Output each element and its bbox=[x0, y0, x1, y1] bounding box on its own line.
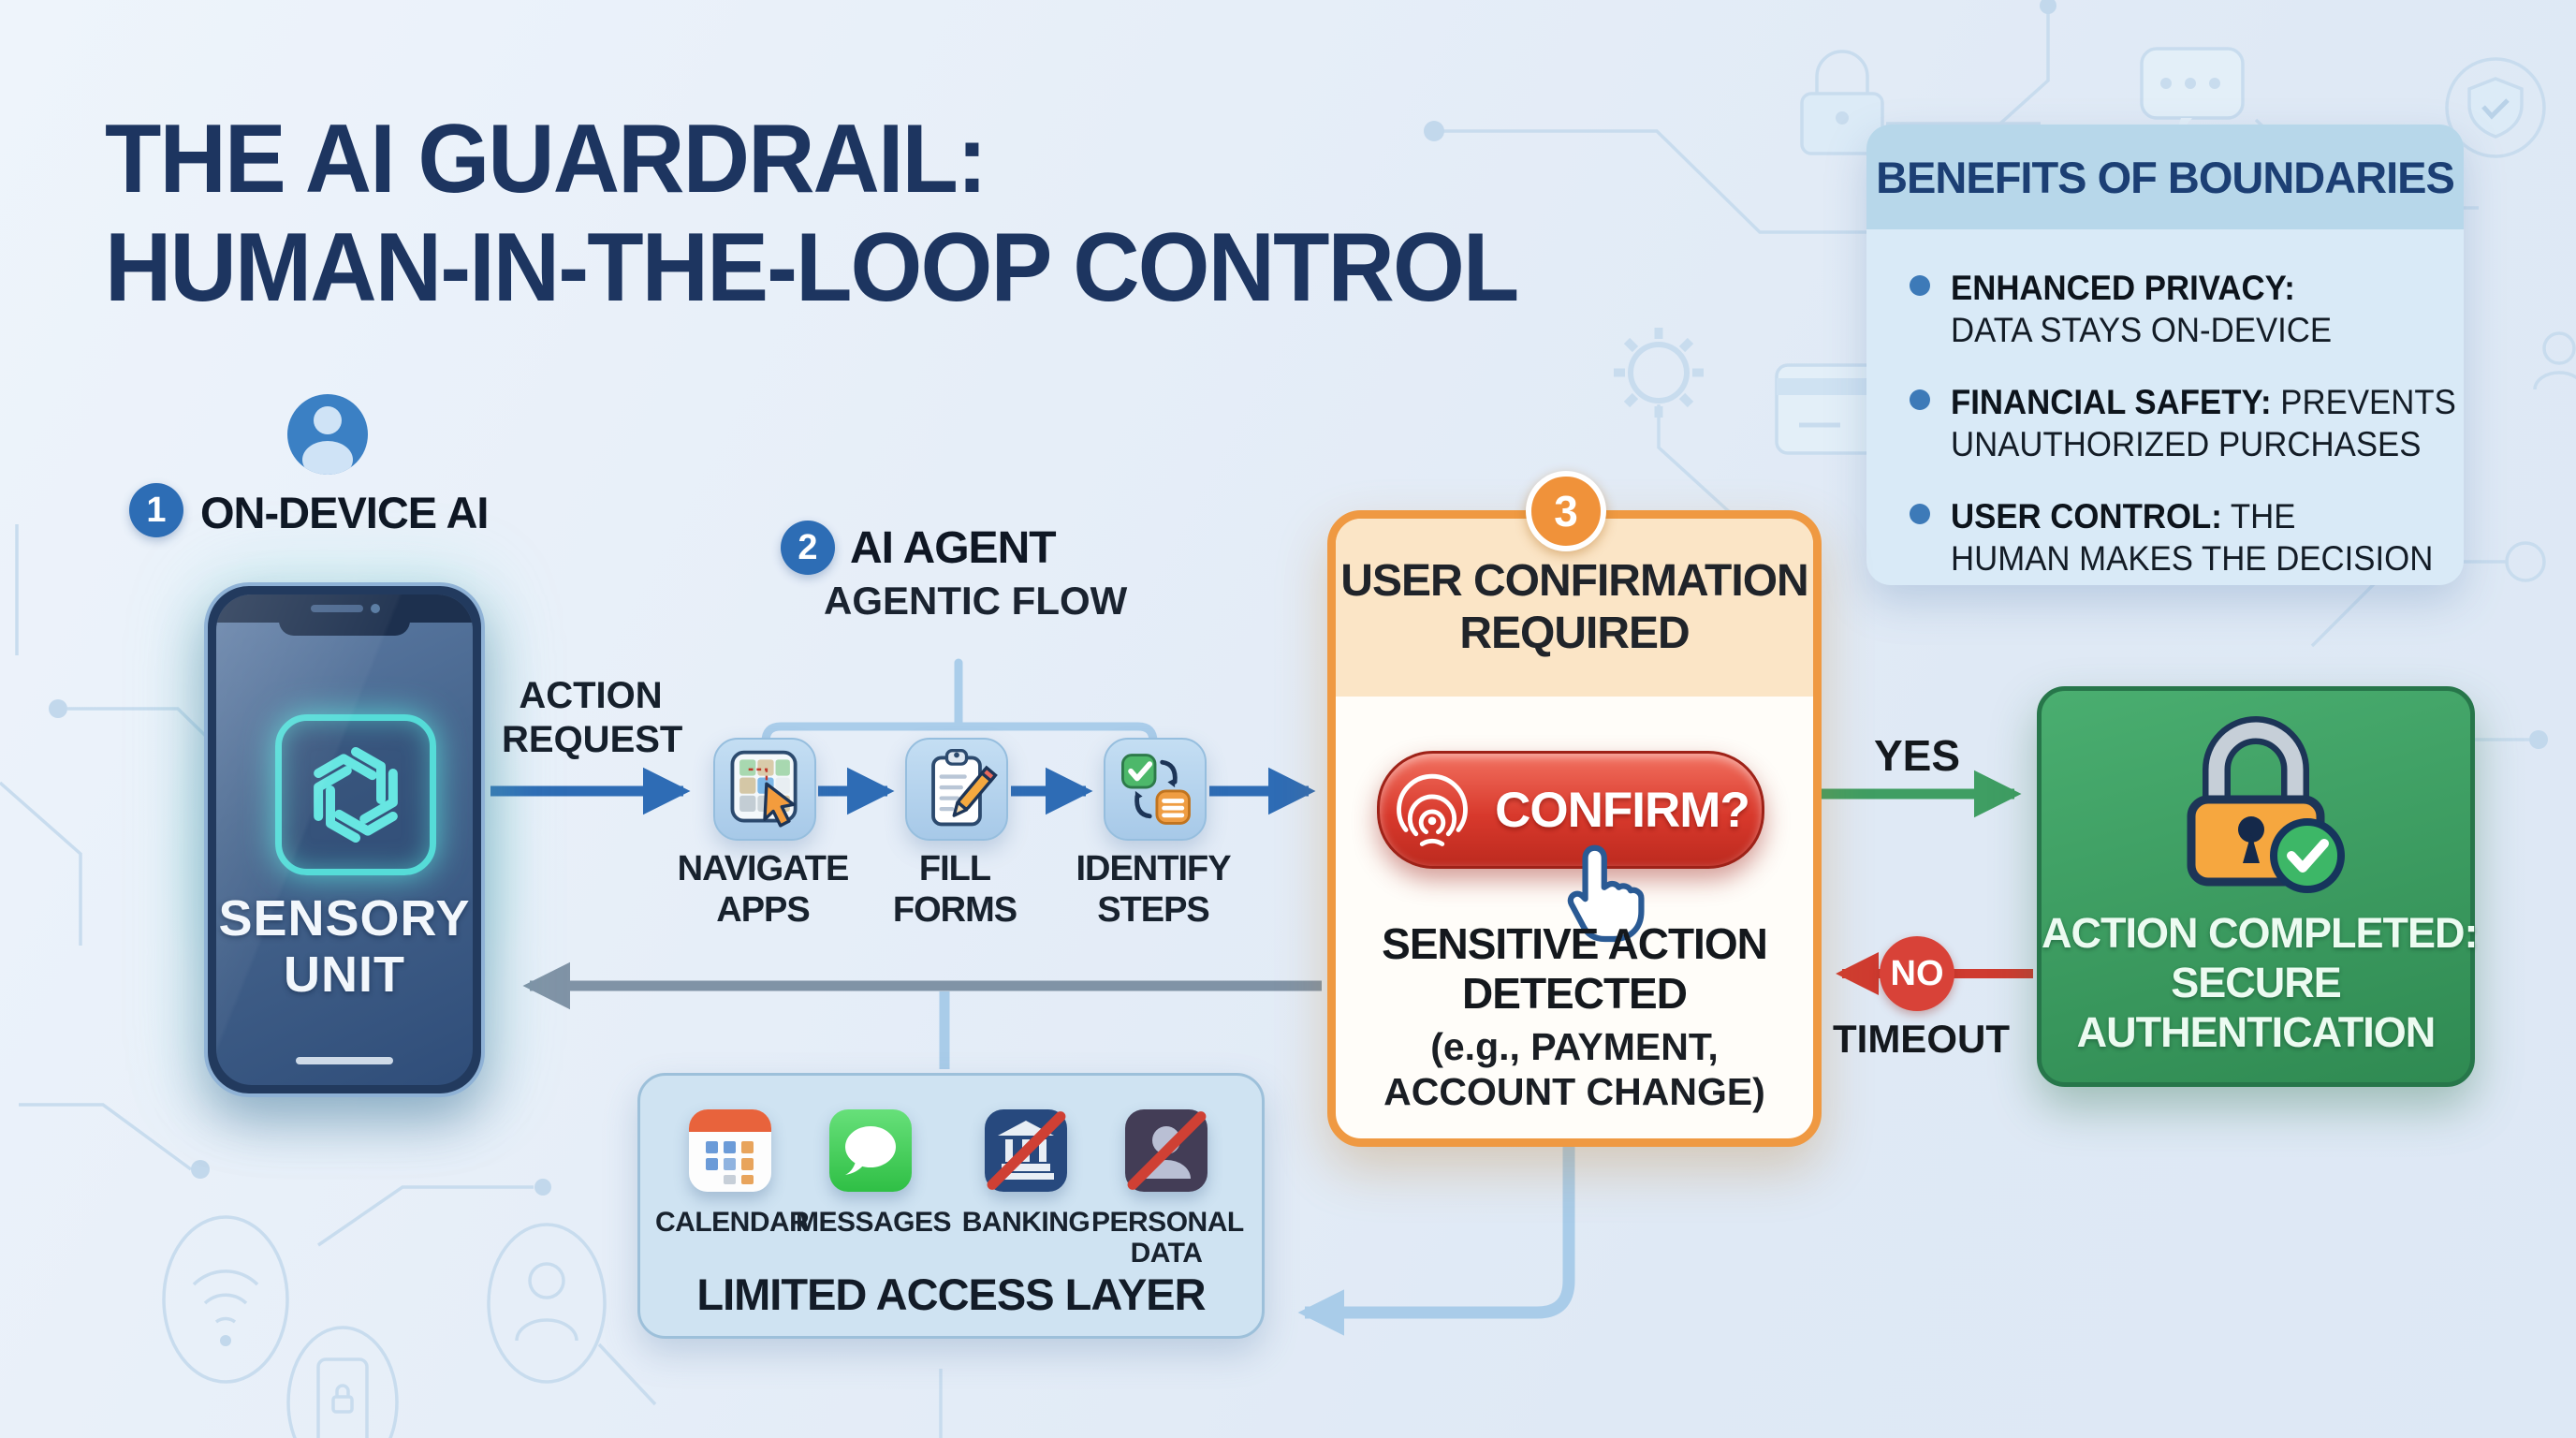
step1-label: ON-DEVICE AI bbox=[200, 488, 489, 537]
step2-sublabel: AGENTIC FLOW bbox=[824, 579, 1128, 623]
lock-check-icon bbox=[2187, 716, 2345, 893]
confirm-button-label: CONFIRM? bbox=[1495, 782, 1750, 838]
openai-logo-icon bbox=[314, 747, 398, 843]
benefit-item-financial: FINANCIAL SAFETY: PREVENTS UNAUTHORIZED … bbox=[1910, 381, 2456, 465]
bullet-dot-icon bbox=[1910, 275, 1930, 296]
clipboard-pencil-icon bbox=[931, 749, 998, 827]
timeout-label: TIMEOUT bbox=[1833, 1017, 2010, 1061]
home-indicator bbox=[296, 1057, 393, 1064]
benefit-item-control: USER CONTROL: THE HUMAN MAKES THE DECISI… bbox=[1910, 495, 2436, 580]
user-confirmation-panel: USER CONFIRMATION REQUIRED CONFIRM? SENS… bbox=[1327, 510, 1822, 1147]
ai-app-tile[interactable] bbox=[275, 714, 436, 875]
flow-label-fill-forms: FILL FORMS bbox=[892, 849, 1017, 930]
user-avatar-icon bbox=[287, 394, 368, 475]
hand-cursor-icon bbox=[1567, 844, 1645, 943]
banking-app-icon[interactable] bbox=[985, 1108, 1068, 1193]
step1-number-badge: 1 bbox=[129, 483, 183, 537]
calendar-app-label: CALENDAR bbox=[655, 1207, 810, 1238]
agentic-flow-bracket bbox=[761, 658, 1158, 759]
phone-camera-icon bbox=[371, 604, 380, 613]
phone-screen: SENSORY UNIT bbox=[216, 594, 473, 1085]
confirm-to-limited-arrow bbox=[1297, 1134, 1575, 1336]
page-title-line1: THE AI GUARDRAIL: bbox=[105, 105, 988, 213]
action-completed-label: ACTION COMPLETED: SECURE AUTHENTICATION bbox=[2042, 909, 2478, 1056]
no-badge: NO bbox=[1880, 936, 1954, 1011]
benefits-title: BENEFITS OF BOUNDARIES bbox=[1866, 125, 2464, 229]
phone-speaker bbox=[311, 605, 363, 612]
flow-step-identify-steps bbox=[1104, 738, 1207, 841]
fingerprint-icon bbox=[1397, 773, 1469, 846]
step2-number-badge: 2 bbox=[781, 521, 835, 575]
sensitive-action-examples: (e.g., PAYMENT, ACCOUNT CHANGE) bbox=[1383, 1025, 1765, 1113]
step2-label: AI AGENT bbox=[850, 523, 1057, 573]
messages-app-icon[interactable] bbox=[829, 1109, 912, 1192]
personal-data-app-icon[interactable] bbox=[1125, 1108, 1208, 1193]
bullet-dot-icon bbox=[1910, 389, 1930, 410]
personal-data-app-label: PERSONAL DATA bbox=[1091, 1207, 1244, 1269]
flow-label-identify-steps: IDENTIFY STEPS bbox=[1076, 849, 1231, 930]
step3-number-badge: 3 bbox=[1526, 471, 1606, 551]
action-request-label: ACTION REQUEST bbox=[502, 675, 683, 760]
messages-app-label: MESSAGES bbox=[796, 1207, 952, 1238]
app-grid-cursor-icon bbox=[730, 750, 798, 828]
flow-label-navigate-apps: NAVIGATE APPS bbox=[677, 849, 850, 930]
page-title: THE AI GUARDRAIL: HUMAN-IN-THE-LOOP CONT… bbox=[105, 105, 1519, 322]
confirm-button[interactable]: CONFIRM? bbox=[1377, 751, 1764, 869]
flow-step-fill-forms bbox=[905, 738, 1008, 841]
banking-app-label: BANKING bbox=[961, 1207, 1090, 1238]
page-title-line2: HUMAN-IN-THE-LOOP CONTROL bbox=[105, 213, 1519, 322]
flow-step-navigate-apps bbox=[713, 738, 816, 841]
sensitive-action-label: SENSITIVE ACTION DETECTED bbox=[1382, 919, 1768, 1018]
phone-notch bbox=[279, 621, 410, 636]
sensory-unit-label: SENSORY UNIT bbox=[218, 890, 471, 1003]
confirmation-title: USER CONFIRMATION REQUIRED bbox=[1336, 519, 1813, 697]
bullet-dot-icon bbox=[1910, 504, 1930, 524]
limited-access-title: LIMITED ACCESS LAYER bbox=[696, 1269, 1206, 1319]
smartphone: SENSORY UNIT bbox=[204, 582, 485, 1097]
limited-access-panel: CALENDAR MESSAGES BANKING PERSONAL DATA … bbox=[637, 1073, 1265, 1339]
benefits-list: ENHANCED PRIVACY: DATA STAYS ON-DEVICE F… bbox=[1866, 229, 2464, 580]
calendar-app-icon[interactable] bbox=[689, 1109, 771, 1192]
yes-label: YES bbox=[1873, 731, 1961, 780]
checklist-steps-icon bbox=[1121, 754, 1191, 825]
action-completed-panel: ACTION COMPLETED: SECURE AUTHENTICATION bbox=[2037, 686, 2478, 1087]
benefit-item-privacy: ENHANCED PRIVACY: DATA STAYS ON-DEVICE bbox=[1910, 267, 2436, 351]
benefits-panel: BENEFITS OF BOUNDARIES ENHANCED PRIVACY:… bbox=[1866, 125, 2464, 585]
